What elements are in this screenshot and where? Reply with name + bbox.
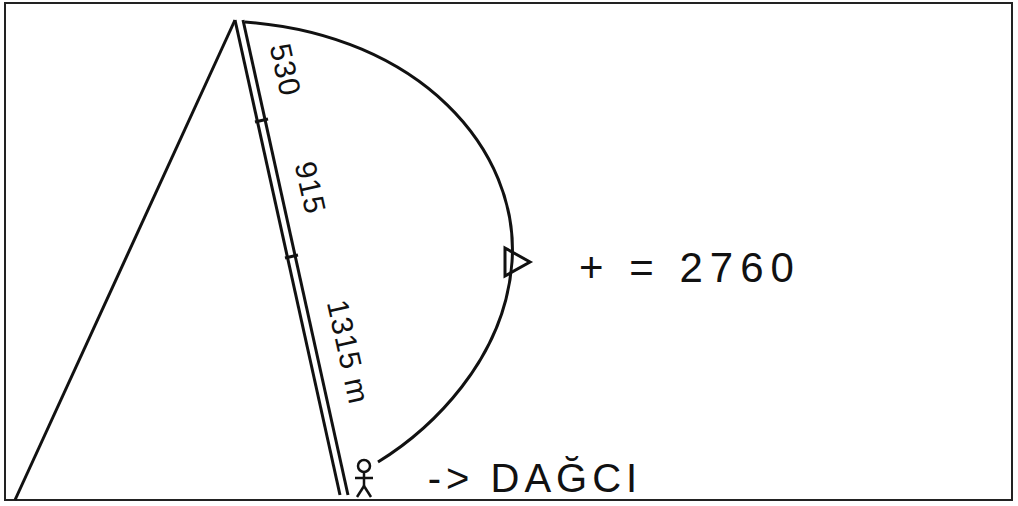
- route-curve: [245, 22, 512, 462]
- tick-mark: [285, 255, 298, 258]
- tick-mark: [255, 119, 268, 122]
- mountain-slope: [235, 20, 340, 495]
- frame: [5, 3, 1012, 500]
- climber-figure: [355, 460, 373, 497]
- climber-label: -> DAĞCI: [428, 458, 642, 498]
- segment-length: 915: [290, 159, 331, 217]
- segment-length: 530: [265, 41, 306, 99]
- segment-length: 1315 m: [322, 297, 374, 407]
- mountain-slope: [15, 20, 235, 500]
- total-length: + = 2760: [579, 247, 801, 289]
- route-marker: [505, 248, 530, 276]
- mountain-slope: [243, 20, 348, 495]
